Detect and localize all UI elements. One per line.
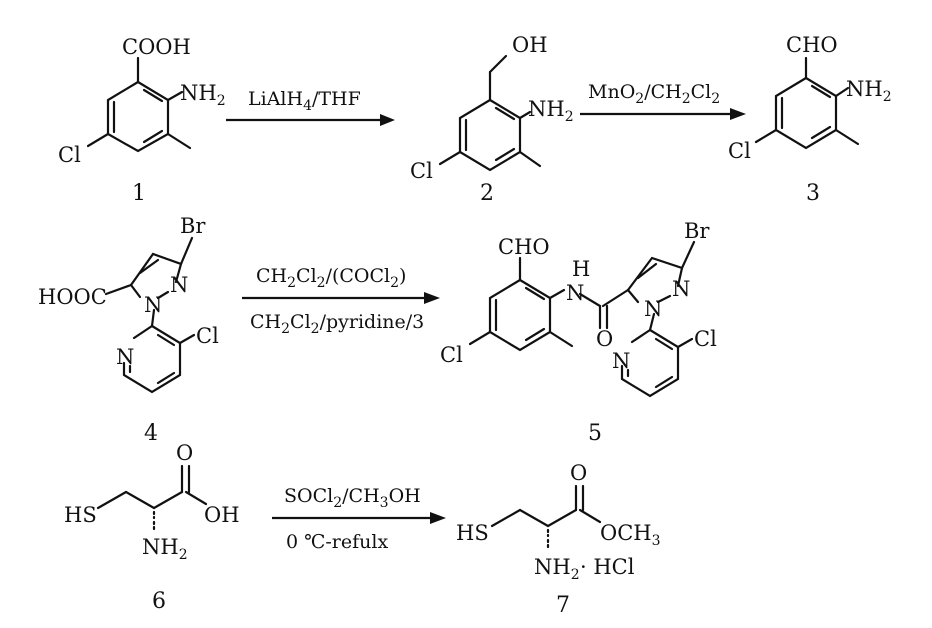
compound-3-structure: CHO NH2 Cl	[728, 33, 892, 163]
compound-1-structure: COOH NH2 Cl	[58, 35, 226, 167]
hcl-label: · HCl	[580, 555, 635, 579]
compound-6-structure: HS O OH NH2	[64, 441, 240, 563]
och3-label: OCH3	[600, 521, 661, 549]
nh2-label: NH2	[534, 555, 580, 583]
reagent-step-4-bottom: 0 ℃-refulx	[286, 531, 388, 553]
cho-label: CHO	[498, 235, 550, 259]
hs-label: HS	[64, 503, 97, 527]
nh2-label: NH2	[142, 535, 188, 563]
h-label: H	[572, 257, 590, 281]
cl-label: Cl	[196, 324, 219, 348]
cl-label: Cl	[728, 139, 751, 163]
reaction-arrow-1: LiAlH4/THF	[226, 88, 395, 126]
o-label: O	[570, 461, 587, 485]
cl-label: Cl	[58, 143, 81, 167]
compound-4-structure: Br N N HOOC N Cl	[38, 214, 219, 394]
cho-label: CHO	[786, 33, 838, 57]
compound-7-structure: HS O OCH3 NH2 · HCl	[456, 461, 661, 583]
compound-number-4: 4	[144, 421, 158, 446]
reagent-step-1: LiAlH4/THF	[248, 88, 361, 114]
n-label: N	[612, 349, 630, 373]
n-label: N	[144, 293, 162, 317]
cl-label: Cl	[410, 159, 433, 183]
o-label: O	[176, 441, 193, 465]
hs-label: HS	[456, 521, 489, 545]
compound-number-7: 7	[556, 593, 570, 618]
reagent-step-4-top: SOCl2/CH3OH	[284, 485, 421, 511]
compound-number-2: 2	[480, 181, 494, 206]
compound-number-6: 6	[152, 589, 166, 614]
n-label: N	[566, 281, 584, 305]
n-label: N	[116, 345, 134, 369]
compound-number-3: 3	[806, 181, 820, 206]
nh2-label: NH2	[180, 81, 226, 109]
compound-number-1: 1	[132, 181, 146, 206]
cl-label: Cl	[694, 327, 717, 351]
hooc-label: HOOC	[38, 285, 107, 309]
compound-5-structure: CHO H N O Br N N N Cl Cl	[440, 219, 717, 398]
n-label: N	[672, 277, 690, 301]
cooh-label: COOH	[122, 35, 191, 59]
oh-label: OH	[204, 503, 240, 527]
reaction-arrow-2: MnO2/CH2Cl2	[580, 81, 746, 120]
n-label: N	[170, 273, 188, 297]
reaction-arrow-3: CH2Cl2/(COCl2) CH2Cl2/pyridine/3	[242, 265, 440, 337]
reagent-step-2: MnO2/CH2Cl2	[588, 81, 720, 107]
nh2-label: NH2	[846, 77, 892, 105]
nh2-label: NH2	[528, 97, 574, 125]
reagent-step-3-top: CH2Cl2/(COCl2)	[256, 265, 406, 291]
br-label: Br	[180, 214, 206, 238]
n-label: N	[644, 297, 662, 321]
reaction-arrow-4: SOCl2/CH3OH 0 ℃-refulx	[272, 485, 446, 553]
reagent-step-3-bottom: CH2Cl2/pyridine/3	[250, 311, 424, 337]
cl-label: Cl	[440, 343, 463, 367]
o-label: O	[596, 327, 613, 351]
br-label: Br	[684, 219, 710, 243]
compound-number-5: 5	[588, 421, 602, 446]
oh-label: OH	[512, 33, 548, 57]
compound-2-structure: OH NH2 Cl	[410, 33, 574, 183]
